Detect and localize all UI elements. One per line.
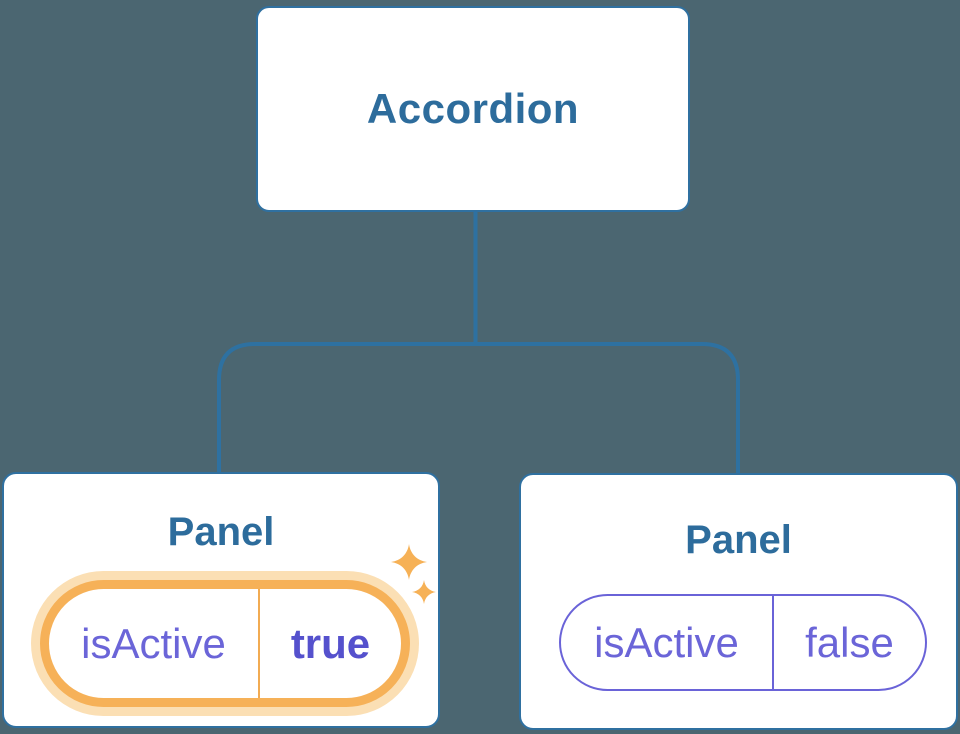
prop-pill-inactive: isActive false: [559, 594, 927, 691]
prop-pill-active: isActive true: [40, 580, 410, 707]
pill-divider: [258, 589, 260, 698]
pill-divider: [772, 596, 774, 689]
panel-title: Panel: [685, 518, 792, 562]
prop-name: isActive: [594, 618, 739, 666]
accordion-node-label: Accordion: [366, 85, 580, 132]
sparkle-icon: [391, 544, 427, 580]
accordion-node: Accordion: [256, 6, 690, 212]
prop-name: isActive: [81, 619, 226, 667]
prop-value: true: [290, 619, 371, 667]
sparkle-icon: [412, 580, 436, 604]
prop-value: false: [805, 618, 894, 666]
panel-title: Panel: [167, 510, 275, 554]
panel-node-active: Panel isActive true: [2, 472, 440, 728]
panel-node-inactive: Panel isActive false: [519, 473, 958, 730]
connector-branch: [217, 342, 740, 474]
